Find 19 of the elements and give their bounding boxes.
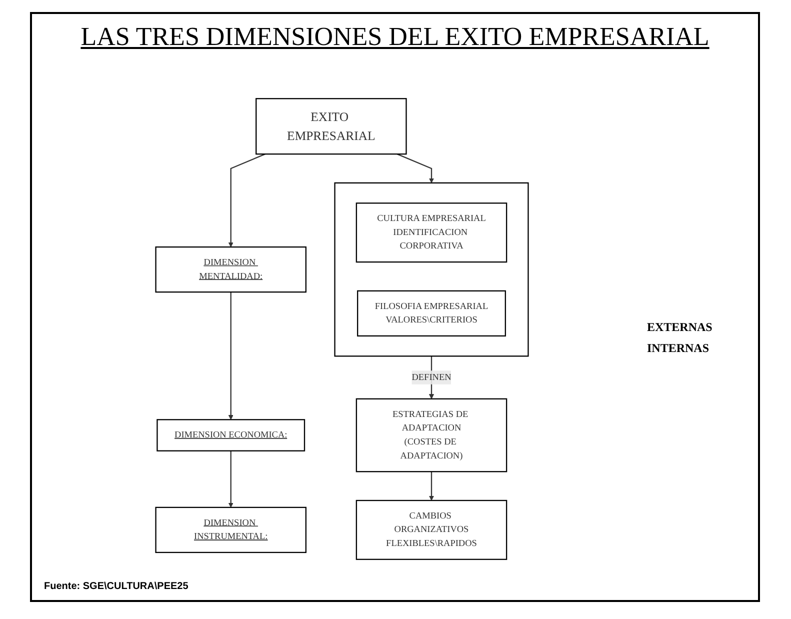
edge-label: DEFINEN xyxy=(412,372,452,382)
bullet-note: EXTERNAS xyxy=(647,320,712,335)
node-box: CULTURA EMPRESARIAL IDENTIFICACION CORPORATIVA xyxy=(356,202,508,263)
arrow xyxy=(396,154,434,184)
node-box: DIMENSION ECONOMICA: xyxy=(156,419,306,452)
node-box: DIMENSION MENTALIDAD: xyxy=(155,246,306,293)
node-box: ESTRATEGIAS DE ADAPTACION (COSTES DE ADAPTACION) xyxy=(356,398,508,472)
arrow xyxy=(228,450,234,508)
bullet-note: INTERNAS xyxy=(647,341,710,356)
arrow xyxy=(228,154,266,248)
source-note: Fuente: SGE\CULTURA\PEE25 xyxy=(44,581,188,592)
diagram-title: LAS TRES DIMENSIONES DEL EXITO EMPRESARIAL xyxy=(80,22,710,52)
node-box: EXITO EMPRESARIAL xyxy=(256,98,407,155)
cluster xyxy=(334,182,529,357)
node-box: CAMBIOS ORGANIZATIVOS FLEXIBLES\RAPIDOS xyxy=(356,500,508,560)
node-box: FILOSOFIA EMPRESARIAL VALORES\CRITERIOS xyxy=(357,290,506,336)
node-box: DIMENSION INSTRUMENTAL: xyxy=(155,506,306,554)
arrow xyxy=(228,292,234,420)
arrow xyxy=(428,472,434,501)
